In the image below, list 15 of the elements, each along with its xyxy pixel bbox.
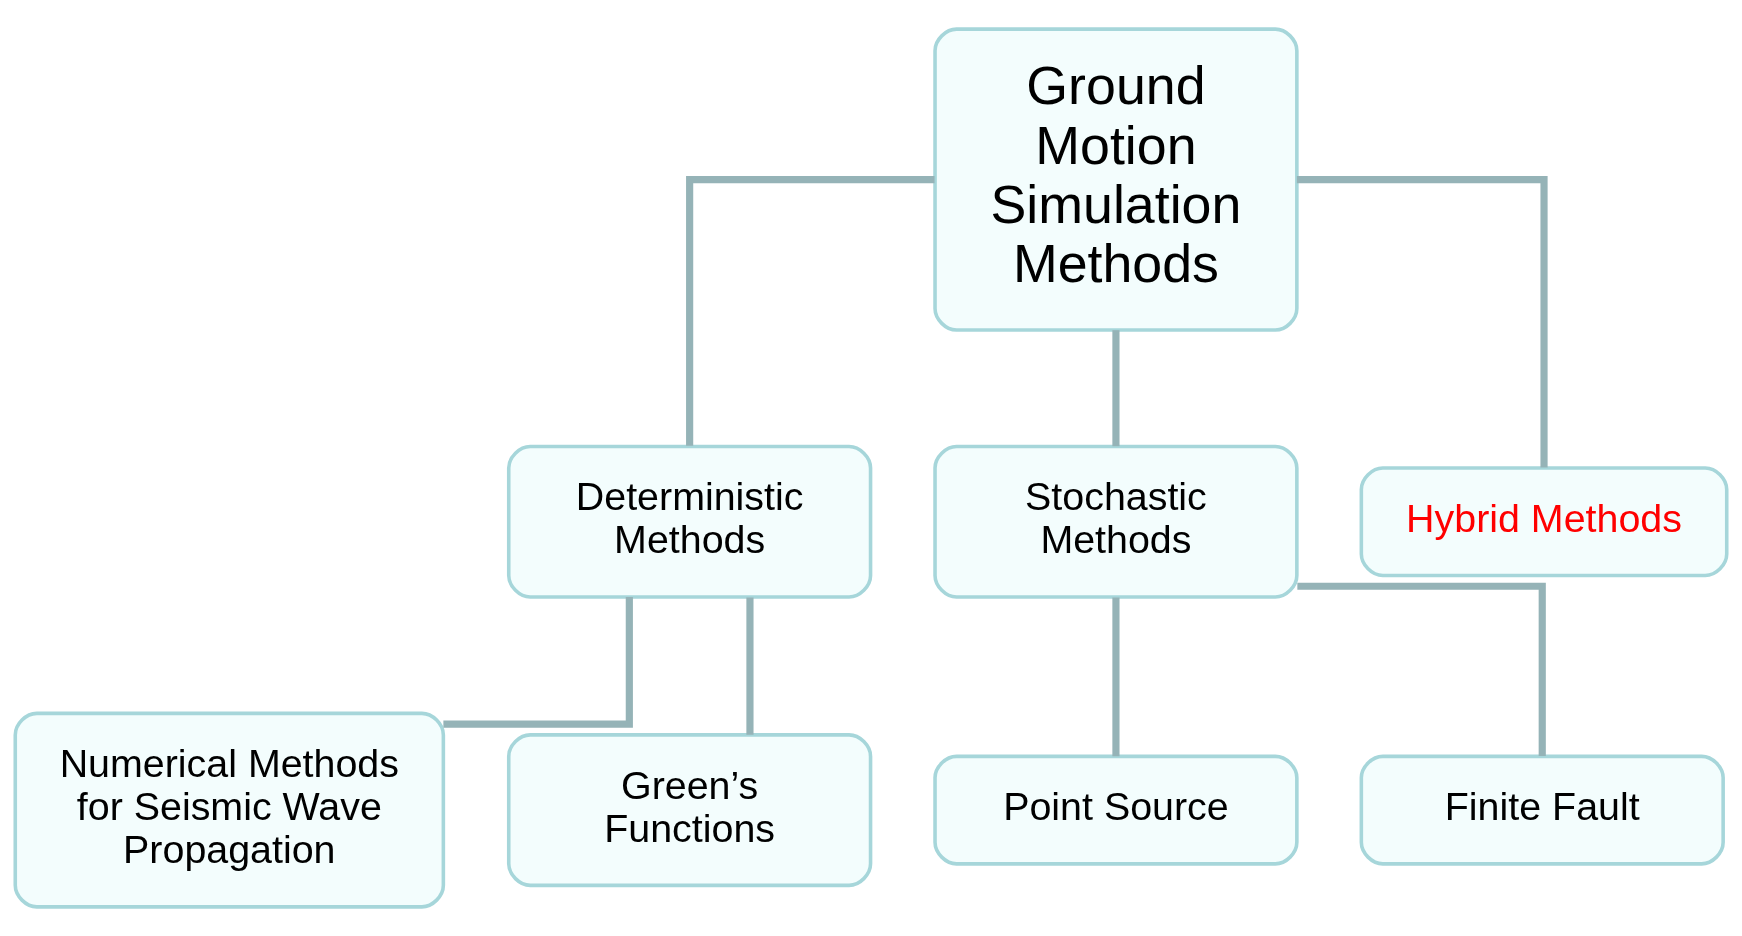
node-box: Green’s Functions bbox=[506, 733, 873, 888]
connector bbox=[686, 176, 935, 446]
node-box: Hybrid Methods bbox=[1359, 466, 1729, 578]
connector bbox=[1296, 176, 1548, 468]
node-box: Point Source bbox=[933, 754, 1299, 866]
connector bbox=[1112, 330, 1120, 447]
node-box: Stochastic Methods bbox=[933, 444, 1299, 599]
node-box: Numerical Methods for Seismic Wave Propagation bbox=[13, 711, 446, 909]
connector bbox=[443, 597, 633, 728]
node-box: Finite Fault bbox=[1359, 754, 1725, 866]
node-box: Deterministic Methods bbox=[506, 444, 873, 599]
node-box: Ground Motion Simulation Methods bbox=[933, 27, 1299, 332]
connector bbox=[1112, 597, 1120, 757]
connector bbox=[1297, 582, 1546, 756]
connector bbox=[746, 597, 754, 735]
